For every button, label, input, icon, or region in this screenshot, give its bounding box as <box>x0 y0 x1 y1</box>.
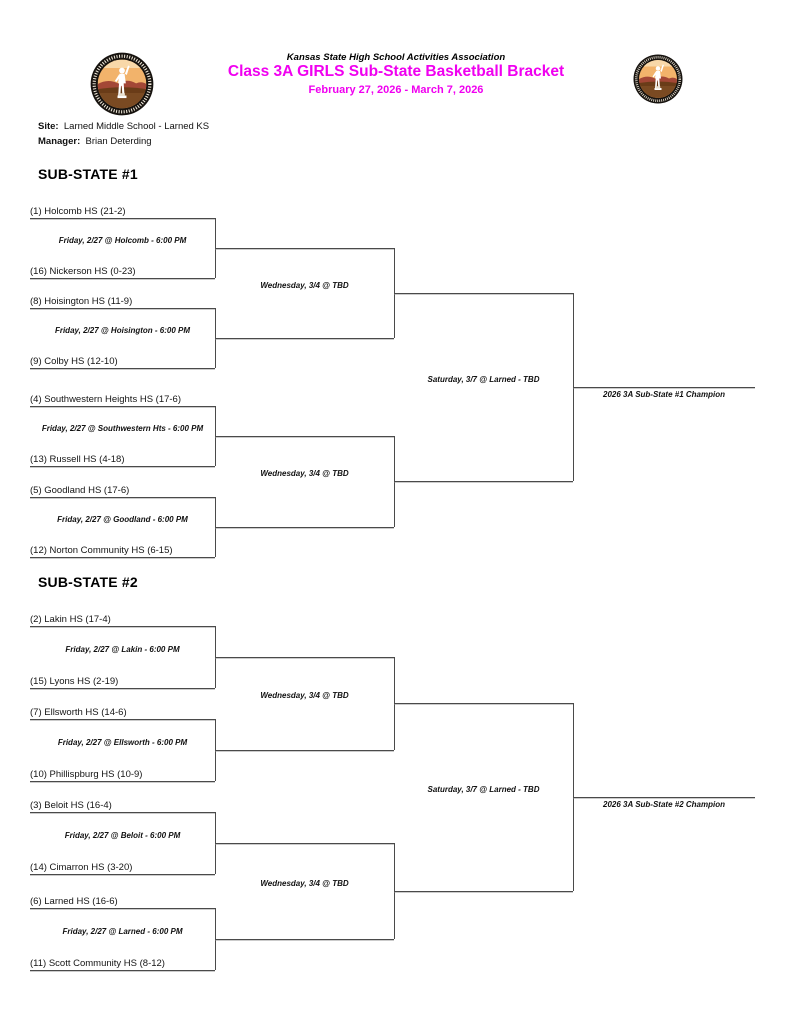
team-slot: (16) Nickerson HS (0-23) <box>30 266 136 277</box>
semifinal-time-label: Wednesday, 3/4 @ TBD <box>260 691 349 700</box>
game-time-label: Friday, 2/27 @ Larned - 6:00 PM <box>62 927 183 936</box>
bracket-line <box>30 557 215 558</box>
bracket-line <box>394 293 573 294</box>
bracket-line <box>30 908 215 909</box>
team-slot: (14) Cimarron HS (3-20) <box>30 862 133 873</box>
page-title: Class 3A GIRLS Sub-State Basketball Brac… <box>227 63 565 80</box>
team-slot: (6) Larned HS (16-6) <box>30 896 118 907</box>
bracket-line <box>215 436 394 437</box>
manager-row: Manager: Brian Deterding <box>38 136 152 147</box>
bracket-line <box>30 781 215 782</box>
bracket-line <box>394 891 573 892</box>
champion-label: 2026 3A Sub-State #2 Champion <box>603 800 725 809</box>
bracket-line <box>394 703 573 704</box>
team-slot: (12) Norton Community HS (6-15) <box>30 545 173 556</box>
site-row: Site: Larned Middle School - Larned KS <box>38 121 209 132</box>
team-slot: (4) Southwestern Heights HS (17-6) <box>30 394 182 405</box>
bracket-line <box>30 970 215 971</box>
semifinal-time-label: Wednesday, 3/4 @ TBD <box>260 469 349 478</box>
team-slot: (15) Lyons HS (2-19) <box>30 676 119 687</box>
bracket-line <box>30 368 215 369</box>
game-time-label: Friday, 2/27 @ Goodland - 6:00 PM <box>57 515 188 524</box>
game-time-label: Friday, 2/27 @ Hoisington - 6:00 PM <box>54 326 191 335</box>
bracket-line <box>30 719 215 720</box>
bracket-line <box>30 406 215 407</box>
team-slot: (9) Colby HS (12-10) <box>30 356 118 367</box>
bracket-line <box>215 527 394 528</box>
bracket-line <box>30 308 215 309</box>
bracket-line <box>573 797 755 798</box>
kshsaa-seal-icon <box>633 54 683 104</box>
final-time-label: Saturday, 3/7 @ Larned - TBD <box>427 785 540 794</box>
team-slot: (2) Lakin HS (17-4) <box>30 614 111 625</box>
manager-value: Brian Deterding <box>85 136 152 147</box>
game-time-label: Friday, 2/27 @ Beloit - 6:00 PM <box>64 831 181 840</box>
bracket-line <box>215 338 394 339</box>
team-slot: (7) Ellsworth HS (14-6) <box>30 707 127 718</box>
final-time-label: Saturday, 3/7 @ Larned - TBD <box>427 375 540 384</box>
site-label: Site: <box>38 121 59 132</box>
bracket-line <box>30 497 215 498</box>
kshsaa-seal-icon <box>90 52 154 116</box>
bracket-line <box>30 812 215 813</box>
semifinal-time-label: Wednesday, 3/4 @ TBD <box>260 281 349 290</box>
champion-label: 2026 3A Sub-State #1 Champion <box>603 390 725 399</box>
game-time-label: Friday, 2/27 @ Ellsworth - 6:00 PM <box>57 738 188 747</box>
game-time-label: Friday, 2/27 @ Lakin - 6:00 PM <box>65 645 180 654</box>
bracket-line <box>215 750 394 751</box>
semifinal-time-label: Wednesday, 3/4 @ TBD <box>260 879 349 888</box>
bracket-line <box>394 481 573 482</box>
bracket-line <box>215 248 394 249</box>
team-slot: (1) Holcomb HS (21-2) <box>30 206 126 217</box>
team-slot: (11) Scott Community HS (8-12) <box>30 958 165 969</box>
bracket-line <box>30 688 215 689</box>
game-time-label: Friday, 2/27 @ Holcomb - 6:00 PM <box>58 236 187 245</box>
bracket-line <box>215 939 394 940</box>
team-slot: (13) Russell HS (4-18) <box>30 454 125 465</box>
bracket-line <box>215 843 394 844</box>
bracket-line <box>30 218 215 219</box>
bracket-line <box>30 466 215 467</box>
bracket-line <box>30 278 215 279</box>
bracket-line <box>215 657 394 658</box>
association-name: Kansas State High School Activities Asso… <box>286 52 506 63</box>
date-range: February 27, 2026 - March 7, 2026 <box>308 84 484 96</box>
team-slot: (5) Goodland HS (17-6) <box>30 485 130 496</box>
bracket-line <box>573 387 755 388</box>
manager-label: Manager: <box>38 136 81 147</box>
substate-1-heading: SUB-STATE #1 <box>38 166 138 182</box>
team-slot: (3) Beloit HS (16-4) <box>30 800 112 811</box>
substate-2-heading: SUB-STATE #2 <box>38 574 138 590</box>
team-slot: (10) Phillispburg HS (10-9) <box>30 769 143 780</box>
bracket-line <box>30 874 215 875</box>
site-value: Larned Middle School - Larned KS <box>63 121 210 132</box>
team-slot: (8) Hoisington HS (11-9) <box>30 296 133 307</box>
bracket-line <box>30 626 215 627</box>
game-time-label: Friday, 2/27 @ Southwestern Hts - 6:00 P… <box>41 424 204 433</box>
